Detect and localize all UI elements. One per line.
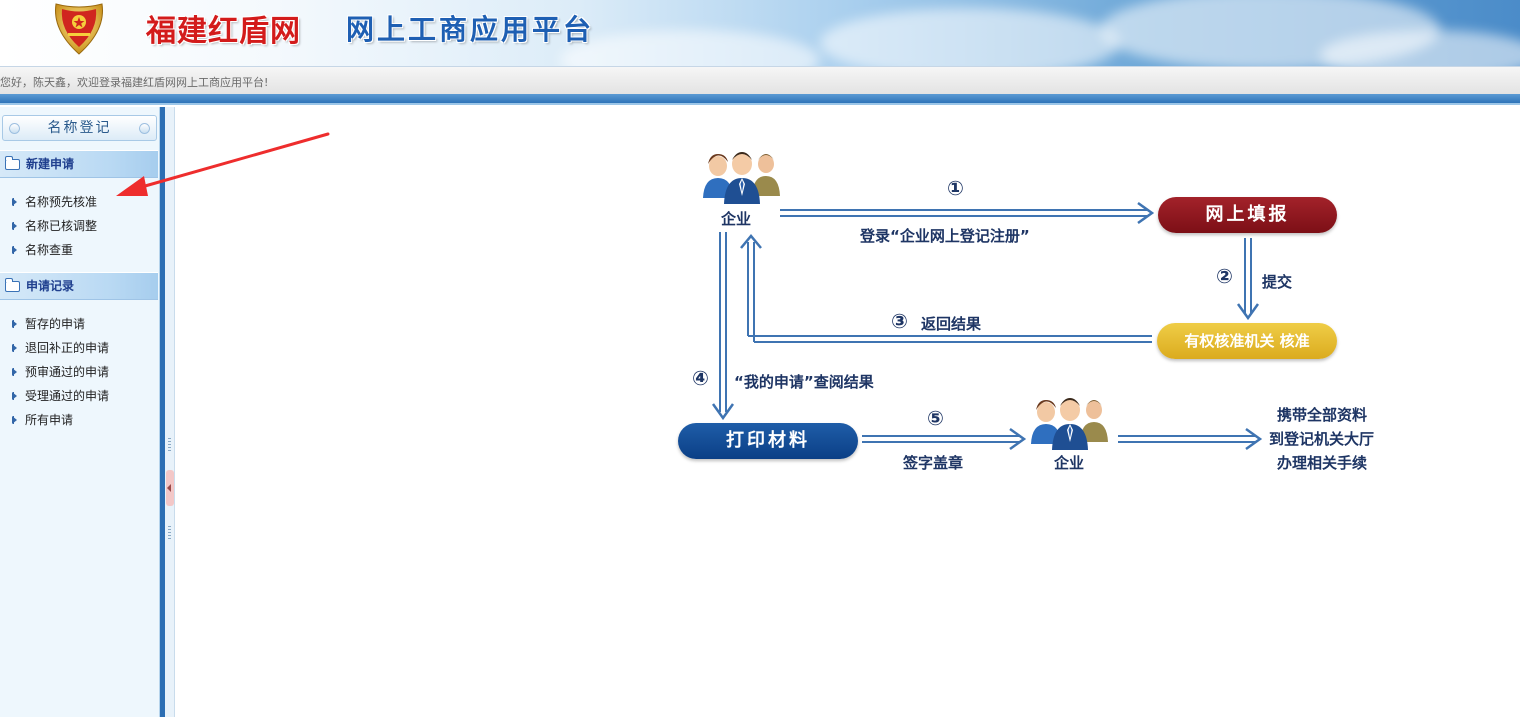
online-fill-button[interactable]: 网上填报	[1158, 197, 1337, 233]
sidebar-section-label: 申请记录	[26, 279, 75, 293]
sidebar-item-name-duplicate-check[interactable]: 名称查重	[12, 241, 73, 259]
step-4-text: “我的申请”查阅结果	[734, 373, 874, 391]
red-shield-emblem-icon	[54, 3, 104, 55]
step-5-number: ⑤	[927, 406, 944, 430]
step-2-text: 提交	[1262, 273, 1293, 291]
folder-icon	[4, 156, 20, 170]
print-materials-button[interactable]: 打印材料	[678, 423, 858, 459]
sidebar: 名称登记 新建申请 名称预先核准 名称已核调整 名称查重 申请记录 暂存的申请 …	[0, 107, 160, 717]
enterprise-people-icon	[703, 152, 780, 204]
sidebar-item-all-applications[interactable]: 所有申请	[12, 411, 73, 429]
step-3-text: 返回结果	[921, 315, 982, 333]
folder-icon	[4, 278, 20, 292]
sidebar-item-pre-reviewed-applications[interactable]: 预审通过的申请	[12, 363, 109, 381]
platform-name: 网上工商应用平台	[346, 13, 595, 46]
sidebar-section-new-application[interactable]: 新建申请	[0, 150, 158, 178]
sidebar-section-application-records[interactable]: 申请记录	[0, 272, 158, 300]
bullet-icon	[9, 123, 20, 134]
sidebar-splitter[interactable]	[165, 107, 175, 717]
welcome-text: 您好，陈天鑫，欢迎登录福建红盾网网上工商应用平台!	[0, 76, 269, 89]
final-step-line-3: 办理相关手续	[1277, 454, 1368, 472]
sidebar-item-returned-applications[interactable]: 退回补正的申请	[12, 339, 109, 357]
enterprise-label-2: 企业	[1054, 454, 1085, 472]
sidebar-item-name-pre-approval[interactable]: 名称预先核准	[12, 193, 97, 211]
enterprise-label: 企业	[721, 210, 752, 228]
step-3-number: ③	[891, 309, 908, 333]
welcome-bar: 您好，陈天鑫，欢迎登录福建红盾网网上工商应用平台!	[0, 66, 1520, 94]
enterprise-people-icon	[1031, 398, 1108, 450]
step-1-number: ①	[947, 176, 964, 200]
sidebar-section-label: 新建申请	[26, 157, 75, 171]
sidebar-item-saved-applications[interactable]: 暂存的申请	[12, 315, 85, 333]
step-4-number: ④	[692, 366, 709, 390]
header-divider	[0, 94, 1520, 105]
sidebar-title: 名称登记	[2, 115, 157, 141]
grip-icon	[168, 438, 171, 452]
step-5-text: 签字盖章	[903, 454, 964, 472]
final-step-line-2: 到登记机关大厅	[1269, 430, 1375, 448]
red-arrow-annotation	[116, 132, 330, 196]
approval-authority-badge: 有权核准机关 核准	[1157, 323, 1337, 359]
sidebar-item-accepted-applications[interactable]: 受理通过的申请	[12, 387, 109, 405]
bullet-icon	[139, 123, 150, 134]
step-2-number: ②	[1216, 264, 1233, 288]
sidebar-item-name-adjustment[interactable]: 名称已核调整	[12, 217, 97, 235]
step-1-text: 登录“企业网上登记注册”	[860, 227, 1030, 245]
final-step-line-1: 携带全部资料	[1277, 406, 1368, 424]
sidebar-title-label: 名称登记	[47, 120, 112, 136]
sidebar-border	[160, 107, 165, 717]
site-header: 福建红盾网 网上工商应用平台	[0, 0, 1520, 66]
collapse-sidebar-toggle[interactable]	[166, 470, 174, 506]
grip-icon	[168, 526, 171, 540]
site-name: 福建红盾网	[146, 14, 301, 49]
